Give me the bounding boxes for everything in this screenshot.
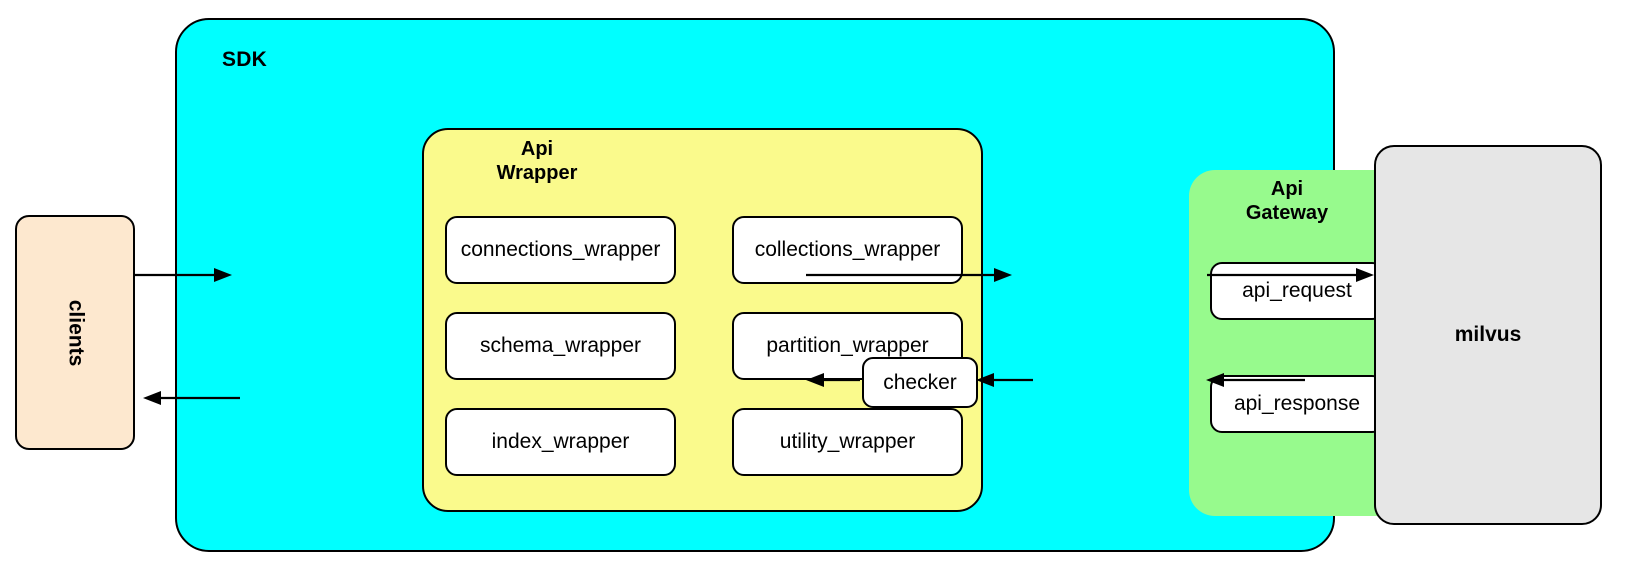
milvus-node[interactable]: milvus (1374, 145, 1602, 525)
clients-label: clients (64, 299, 87, 366)
wrapper-cell-connections[interactable]: connections_wrapper (445, 216, 676, 284)
gateway-cell-api-response[interactable]: api_response (1210, 375, 1384, 433)
wrapper-cell-index[interactable]: index_wrapper (445, 408, 676, 476)
api-wrapper-label: Api Wrapper (496, 138, 578, 184)
api-wrapper-container: Api Wrapper connections_wrapper collecti… (422, 128, 983, 512)
wrapper-cell-utility[interactable]: utility_wrapper (732, 408, 963, 476)
wrapper-cell-collections[interactable]: collections_wrapper (732, 216, 963, 284)
wrapper-cell-schema[interactable]: schema_wrapper (445, 312, 676, 380)
gateway-cell-api-request[interactable]: api_request (1210, 262, 1384, 320)
clients-node[interactable]: clients (15, 215, 135, 450)
checker-node[interactable]: checker (862, 357, 978, 408)
sdk-container: SDK Api Wrapper connections_wrapper coll… (175, 18, 1462, 552)
wrapper-cell-partition[interactable]: partition_wrapper (732, 312, 963, 380)
api-gateway-label: Api Gateway (1245, 178, 1329, 224)
sdk-label: SDK (222, 48, 267, 71)
